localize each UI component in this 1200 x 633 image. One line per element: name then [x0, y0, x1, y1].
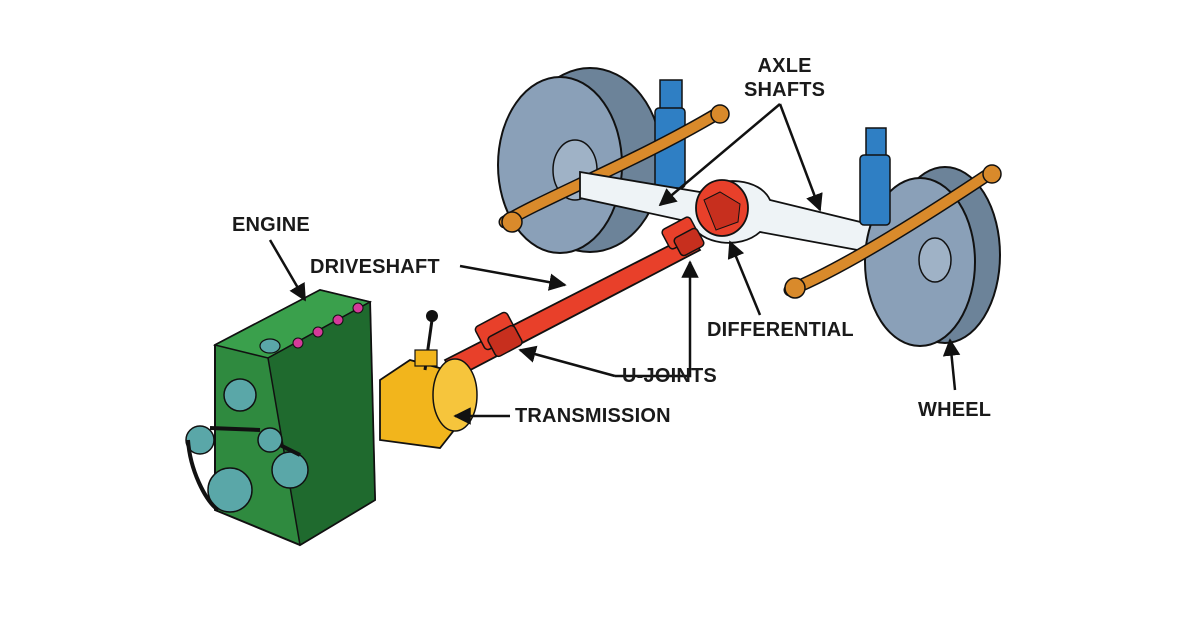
callout-arrows — [268, 103, 961, 425]
right-leaf-spring — [783, 164, 1002, 299]
arrow-wheel — [942, 338, 961, 391]
label-axle-shafts: AXLE SHAFTS — [744, 54, 825, 102]
transmission — [379, 310, 478, 449]
right-shock-absorber — [859, 127, 891, 226]
label-transmission: TRANSMISSION — [515, 405, 671, 427]
label-axle-line1: AXLE — [757, 55, 812, 77]
arrow-axle-left — [658, 103, 781, 207]
arrow-axle-right — [778, 103, 823, 212]
arrow-ujoint-front — [518, 345, 616, 378]
label-u-joints: U-JOINTS — [622, 365, 717, 387]
driveshaft — [443, 233, 702, 380]
label-driveshaft: DRIVESHAFT — [310, 256, 440, 278]
engine — [212, 288, 377, 547]
label-engine: ENGINE — [232, 214, 310, 236]
label-axle-line2: SHAFTS — [744, 79, 826, 101]
rear-right-wheel — [864, 166, 1001, 347]
arrow-differential — [727, 240, 762, 316]
arrow-ujoint-rear — [615, 260, 699, 378]
label-wheel: WHEEL — [918, 399, 992, 421]
differential — [695, 179, 749, 237]
label-differential: DIFFERENTIAL — [707, 319, 854, 341]
engine-pulleys — [185, 378, 309, 513]
arrow-engine — [268, 239, 307, 302]
rear-u-joint — [661, 216, 705, 257]
arrow-driveshaft — [459, 264, 567, 291]
front-u-joint — [474, 311, 523, 358]
